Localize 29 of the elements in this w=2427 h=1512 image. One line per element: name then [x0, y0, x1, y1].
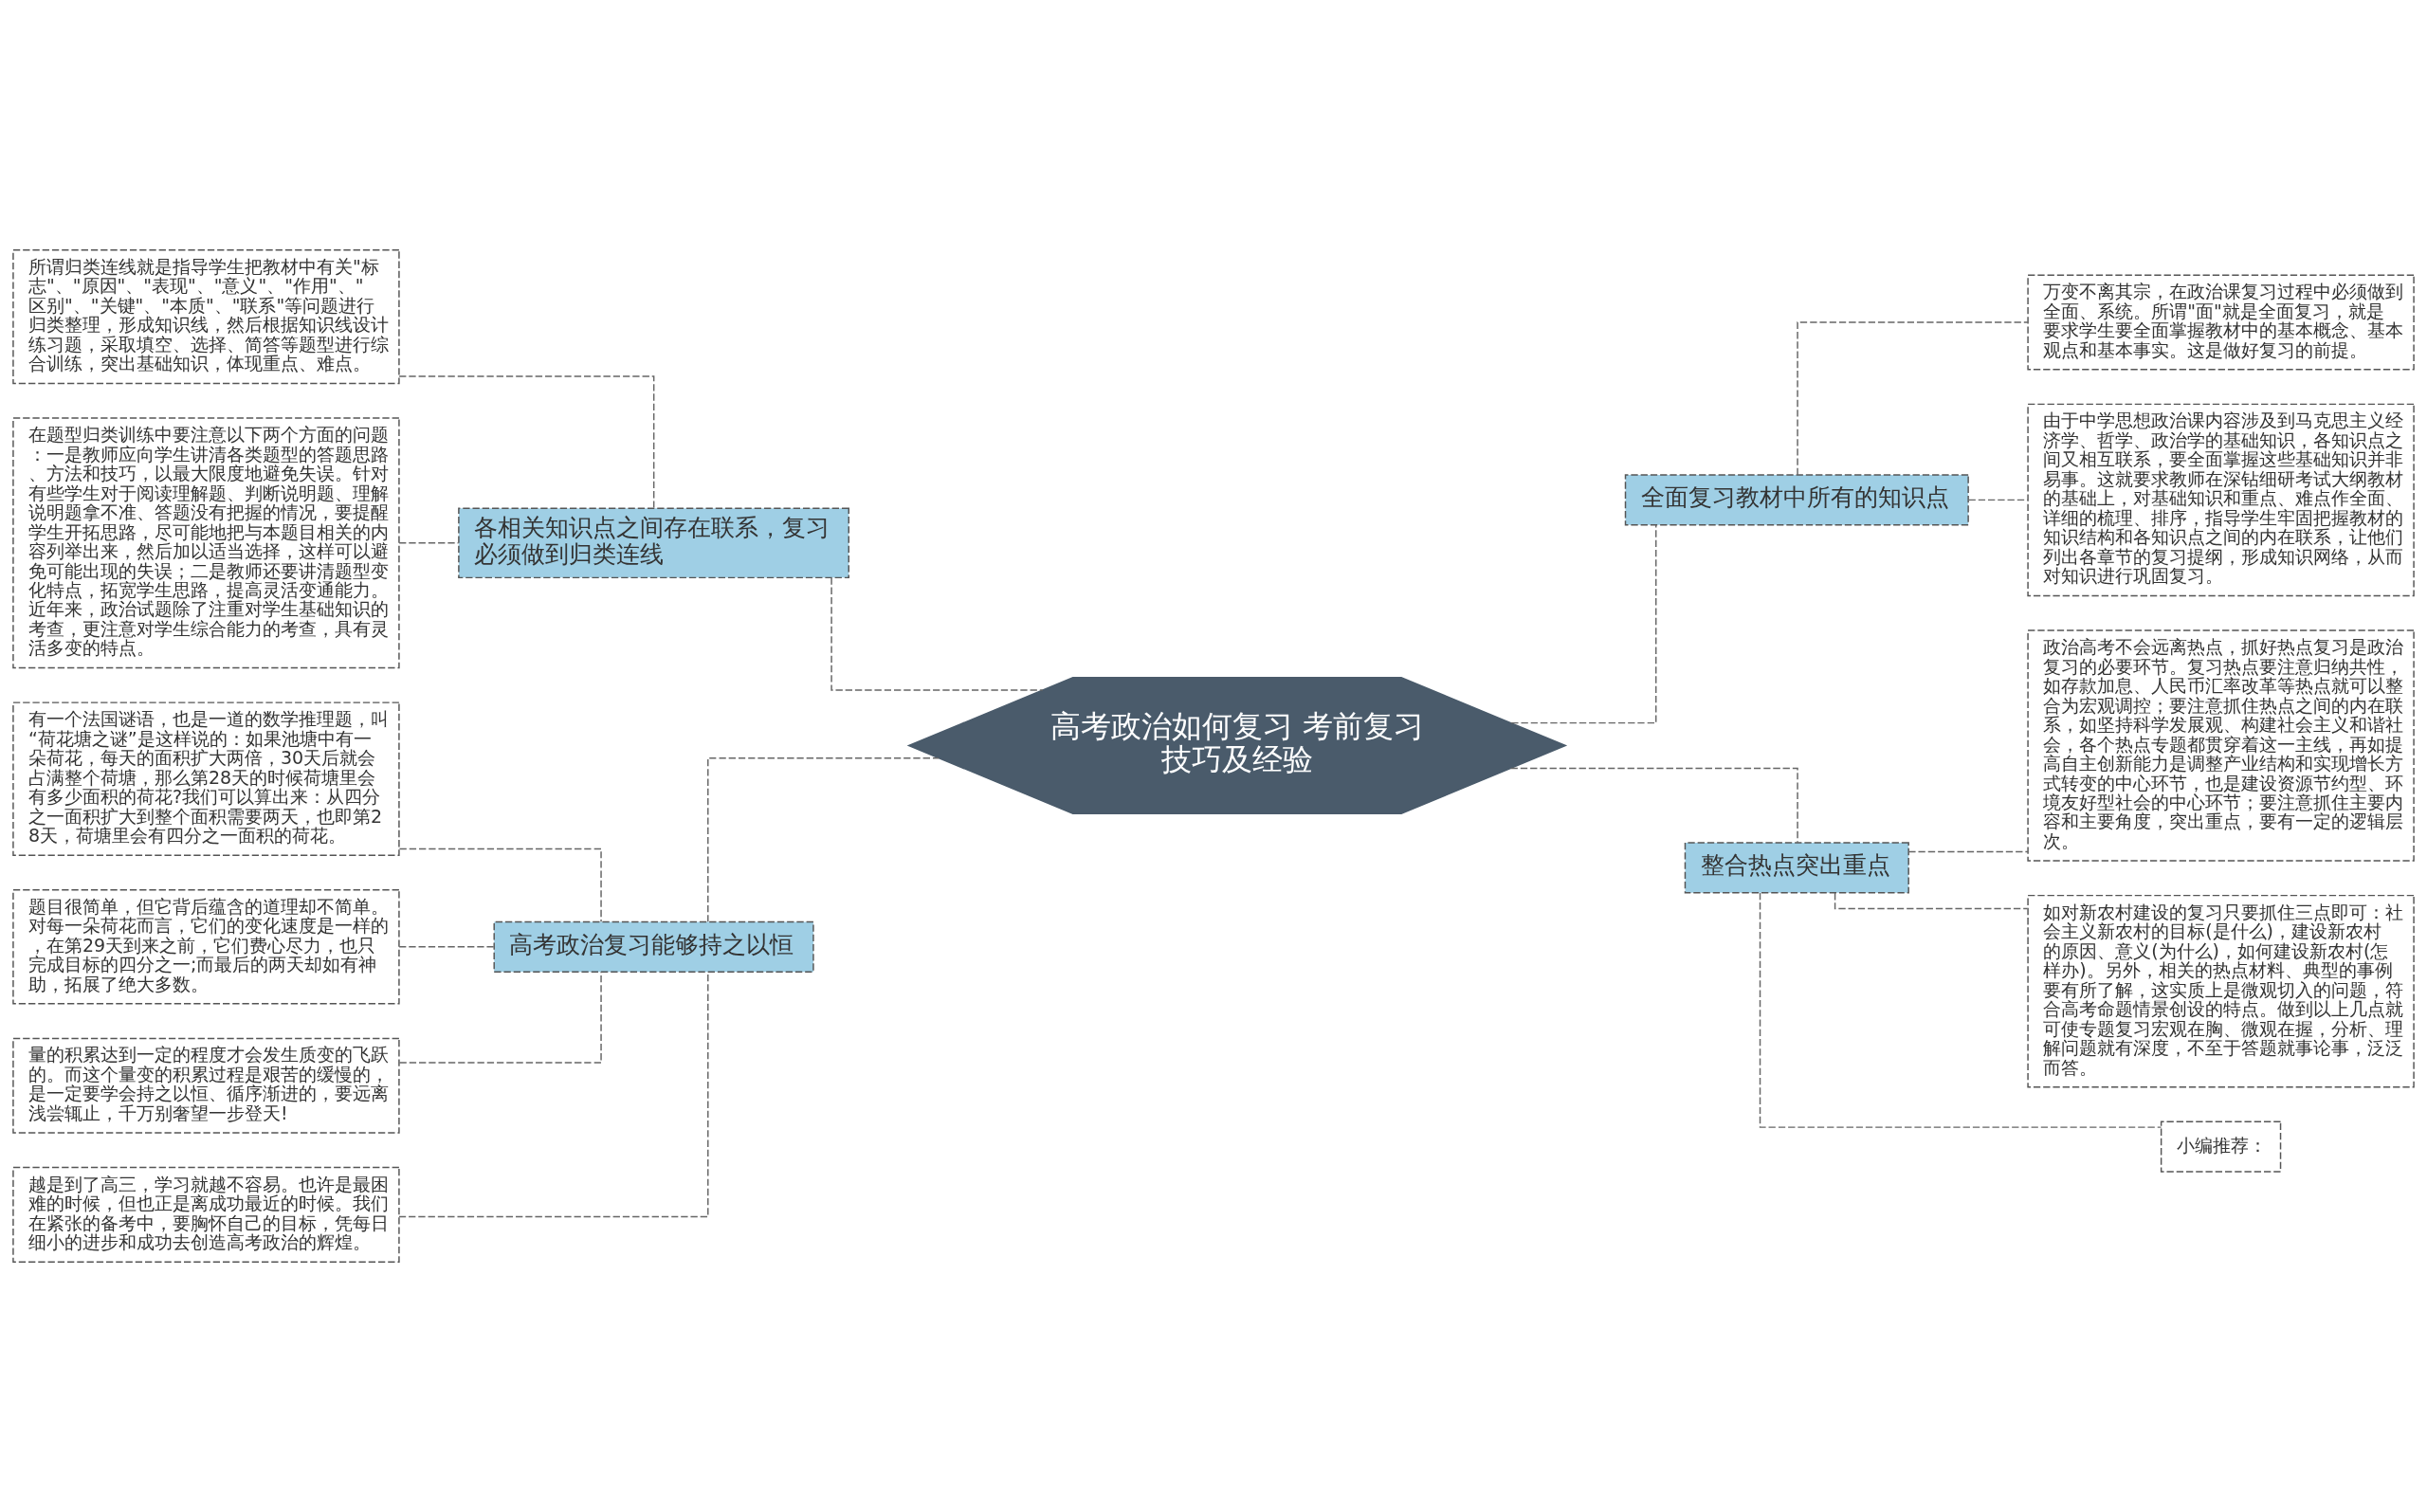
connector: [398, 847, 602, 922]
node-box: 有一个法国谜语，也是一道的数学推理题，叫“荷花塘之谜”是这样说的：如果池塘中有一朵荷花，每天的面积扩大两倍，30天后就会占满整个荷塘，那么第28天的时候荷塘里会有多少面积的荷花?我们可以算出来：从四分之一面积扩大到整个面积需要两天，也即第28天，荷塘里会有四分之一面积的荷花。: [12, 701, 400, 856]
connector: [398, 971, 709, 1218]
connector: [1907, 850, 2029, 853]
node-box: 题目很简单，但它背后蕴含的道理却不简单。对每一朵荷花而言，它们的变化速度是一样的，在第29天到来之前，它们费心尽力，也只完成目标的四分之一;而最后的两天却如有神助，拓展了绝大多数。: [12, 889, 400, 1005]
node-box: 越是到了高三，学习就越不容易。也许是最困难的时候，但也正是离成功最近的时候。我们在紧张的备考中，要胸怀自己的目标，凭每日细小的进步和成功去创造高考政治的辉煌。: [12, 1166, 400, 1263]
node-box: 在题型归类训练中要注意以下两个方面的问题：一是教师应向学生讲清各类题型的答题思路、方法和技巧，以最大限度地避免失误。针对有些学生对于阅读理解题、判断说明题、理解说明题拿不准、答题没有把握的情况，要提醒学生开拓思路，尽可能地把与本题目相关的内容列举出来，然后加以适当选择，这样可以避免可能出现的失误；二是教师还要讲清题型变化特点，拓宽学生思路，提高灵活变通能力。近年来，政治试题除了注重对学生基础知识的考查，更注意对学生综合能力的考查，具有灵活多变的特点。: [12, 417, 400, 669]
node-box: 各相关知识点之间存在联系，复习必须做到归类连线: [458, 507, 849, 579]
node-box: 高考政治复习能够持之以恒: [493, 920, 814, 973]
connector: [1967, 499, 2029, 501]
connector: [398, 375, 655, 509]
connector: [398, 946, 495, 948]
node-box: 万变不离其宗，在政治课复习过程中必须做到全面、系统。所谓"面"就是全面复习，就是要求学生要全面掌握教材中的基本概念、基本观点和基本事实。这是做好复习的前提。: [2027, 274, 2415, 371]
node-box: 如对新农村建设的复习只要抓住三点即可：社会主义新农村的目标(是什么)，建设新农村的原因、意义(为什么)，如何建设新农村(怎样办)。另外，相关的热点材料、典型的事例要有所了解，这实质上是微观切入的问题，符合高考命题情景创设的特点。做到以上几点就可使专题复习宏观在胸、微观在握，分析、理解问题就有深度，不至于答题就事论事，泛泛而答。: [2027, 894, 2415, 1088]
connector: [398, 542, 460, 544]
connector: [398, 971, 602, 1064]
node-box: 量的积累达到一定的程度才会发生质变的飞跃的。而这个量变的积累过程是艰苦的缓慢的，是一定要学会持之以恒、循序渐进的，要远离浅尝辄止，千万别奢望一步登天!: [12, 1037, 400, 1134]
node-box: 全面复习教材中所有的知识点: [1624, 474, 1969, 526]
connector: [1797, 321, 2029, 476]
node-box: 小编推荐：: [2160, 1120, 2282, 1173]
node-box: 由于中学思想政治课内容涉及到马克思主义经济学、哲学、政治学的基础知识，各知识点之间又相互联系，要全面掌握这些基础知识并非易事。这就要求教师在深钻细研考试大纲教材的基础上，对基础知识和重点、难点作全面、详细的梳理、排序，指导学生牢固把握教材的知识结构和各知识点之间的内在联系，让他们列出各章节的复习提纲，形成知识网络，从而对知识进行巩固复习。: [2027, 403, 2415, 597]
node-box: 政治高考不会远离热点，抓好热点复习是政治复习的必要环节。复习热点要注意归纳共性，如存款加息、人民币汇率改革等热点就可以整合为宏观调控；要注意抓住热点之间的内在联系，如坚持科学发展观、构建社会主义和谐社会，各个热点专题都贯穿着这一主线，再如提高自主创新能力是调整产业结构和实现增长方式转变的中心环节，也是建设资源节约型、环境友好型社会的中心环节；要注意抓住主要内容和主要角度，突出重点，要有一定的逻辑层次。: [2027, 629, 2415, 862]
connector: [1509, 767, 1798, 844]
connector: [1759, 892, 2162, 1128]
connector: [830, 576, 1044, 691]
node-box: 所谓归类连线就是指导学生把教材中有关"标志"、"原因"、"表现"、"意义"、"作用"、"区别"、"关键"、"本质"、"联系"等问题进行归类整理，形成知识线，然后根据知识线设计练习题，采取填空、选择、简答等题型进行综合训练，突出基础知识，体现重点、难点。: [12, 249, 400, 385]
connector: [1510, 524, 1657, 724]
connector: [707, 756, 940, 923]
node-box: 整合热点突出重点: [1684, 842, 1909, 894]
